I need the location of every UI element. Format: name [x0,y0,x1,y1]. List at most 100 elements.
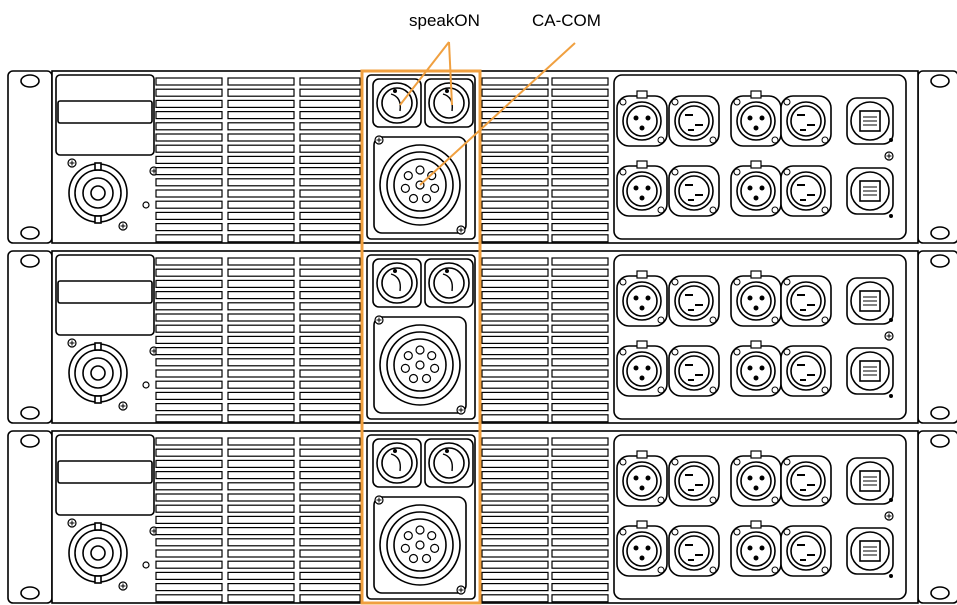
rack-hole [20,586,40,600]
xlr-male-icon [668,275,720,327]
rack-ear-right [917,70,957,244]
rack-hole [930,254,950,268]
rack-ear-left [7,70,53,244]
rack-hole [930,226,950,240]
rack-hole [20,406,40,420]
xlr-male-icon [668,525,720,577]
speakon-socket-icon [424,78,474,128]
ethercon-rj45-icon [846,527,894,575]
callout-leaders [399,41,576,186]
led-indicator [889,318,893,322]
screw-icon [118,221,128,231]
xlr-male-icon [780,275,832,327]
screw-icon [456,585,466,595]
xlr-female-icon [730,90,782,147]
connector-highlight-frame [360,69,482,605]
screw-icon [884,151,894,161]
cacom-callout-label: CA-COM [532,11,601,30]
ethercon-rj45-icon [846,347,894,395]
xlr-female-icon [730,520,782,577]
speakon-socket-icon [372,258,422,308]
led-indicator [889,498,893,502]
powercon-inlet-icon [68,162,128,224]
xlr-female-icon [730,340,782,397]
rack-hole [20,254,40,268]
screw-icon [456,405,466,415]
screw-icon [884,331,894,341]
rack-hole [20,434,40,448]
cacom-leader [419,42,576,186]
ventilation-slots [155,77,609,243]
rack-hole [930,74,950,88]
led-indicator [889,574,893,578]
xlr-male-icon [780,525,832,577]
rack-ear-left [7,250,53,424]
ventilation-slots [155,437,609,603]
xlr-female-icon [616,160,668,217]
xlr-male-icon [668,165,720,217]
xlr-female-icon [616,90,668,147]
rack-ear-right [917,250,957,424]
xlr-male-icon [668,95,720,147]
speakon-leader-2 [448,41,453,106]
amplifier-unit-1 [7,70,957,244]
rack-ear-right [917,430,957,604]
display-slot [57,460,153,484]
led-indicator [889,214,893,218]
speakon-socket-icon [372,438,422,488]
xlr-female-icon [616,520,668,577]
rack-ear-left [7,430,53,604]
led-indicator [889,394,893,398]
led-indicator [889,138,893,142]
rack-hole [20,226,40,240]
speakon-callout-label: speakON [409,11,480,30]
screw-icon [118,401,128,411]
rack-hole [930,434,950,448]
ventilation-slots [155,257,609,423]
xlr-female-icon [730,270,782,327]
xlr-female-icon [616,450,668,507]
ca-com-multipin-icon [373,315,467,415]
led-indicator [142,381,150,389]
screw-icon [374,135,384,145]
xlr-male-icon [668,455,720,507]
led-indicator [142,201,150,209]
screw-icon [456,225,466,235]
xlr-male-icon [780,95,832,147]
screw-icon [67,158,77,168]
rack-hole [20,74,40,88]
ethercon-rj45-icon [846,277,894,325]
xlr-female-icon [730,450,782,507]
amplifier-unit-2 [7,250,957,424]
amplifier-units [7,70,957,604]
speakon-socket-icon [424,438,474,488]
rack-hole [930,586,950,600]
xlr-female-icon [730,160,782,217]
ethercon-rj45-icon [846,457,894,505]
screw-icon [374,315,384,325]
xlr-male-icon [780,165,832,217]
xlr-male-icon [780,455,832,507]
powercon-inlet-icon [68,522,128,584]
xlr-female-icon [616,340,668,397]
xlr-female-icon [616,270,668,327]
display-slot [57,280,153,304]
ethercon-rj45-icon [846,167,894,215]
speakon-socket-icon [372,78,422,128]
xlr-male-icon [668,345,720,397]
powercon-inlet-icon [68,342,128,404]
screw-icon [374,495,384,505]
screw-icon [67,338,77,348]
ca-com-multipin-icon [373,495,467,595]
screw-icon [118,581,128,591]
display-slot [57,100,153,124]
xlr-male-icon [780,345,832,397]
amplifier-unit-3 [7,430,957,604]
led-indicator [142,561,150,569]
ethercon-rj45-icon [846,97,894,145]
rack-hole [930,406,950,420]
speakon-socket-icon [424,258,474,308]
screw-icon [67,518,77,528]
speakon-leader-1 [399,41,450,106]
